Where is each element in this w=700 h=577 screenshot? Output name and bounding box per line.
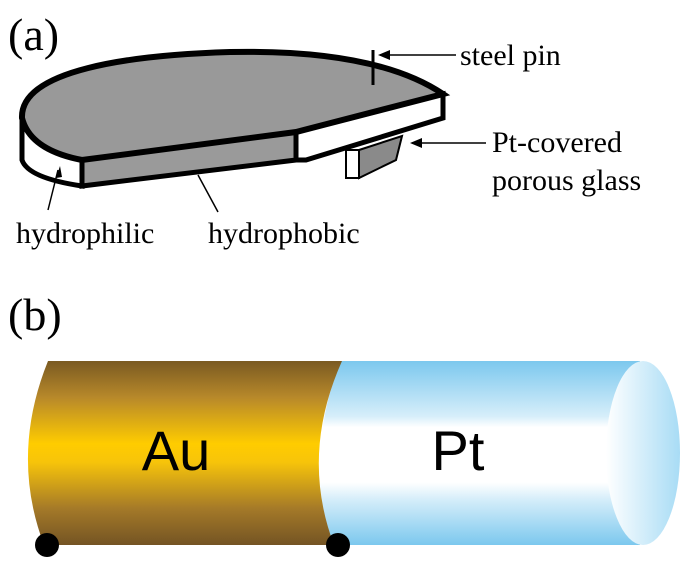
contact-dot-middle [326, 533, 350, 557]
au-segment [27, 361, 342, 545]
hydrophilic-pointer [47, 169, 59, 211]
au-label: Au [142, 419, 211, 482]
contact-dot-left [35, 533, 59, 557]
pt-segment [319, 361, 640, 545]
porous-glass-label: porous glass [492, 164, 641, 197]
pt-end-cap [606, 361, 680, 545]
nanorod [27, 361, 680, 557]
steel-pin-label: steel pin [460, 39, 561, 72]
hydrophilic-arrowhead [56, 166, 62, 178]
pt-covered-label: Pt-covered [492, 126, 622, 159]
pt-label: Pt [432, 419, 485, 482]
pt-glass-arrow [410, 138, 486, 148]
steel-pin-arrow [378, 50, 456, 60]
hydrophobic-label: hydrophobic [208, 217, 360, 250]
hydrophobic-pointer [197, 174, 219, 213]
panel-a-label: (a) [8, 9, 59, 60]
porous-glass-side [358, 134, 404, 180]
hydrophilic-label: hydrophilic [16, 217, 154, 250]
porous-glass-front [345, 149, 360, 179]
disk [18, 48, 451, 189]
panel-b-label: (b) [8, 289, 62, 340]
disk-top [18, 48, 451, 164]
